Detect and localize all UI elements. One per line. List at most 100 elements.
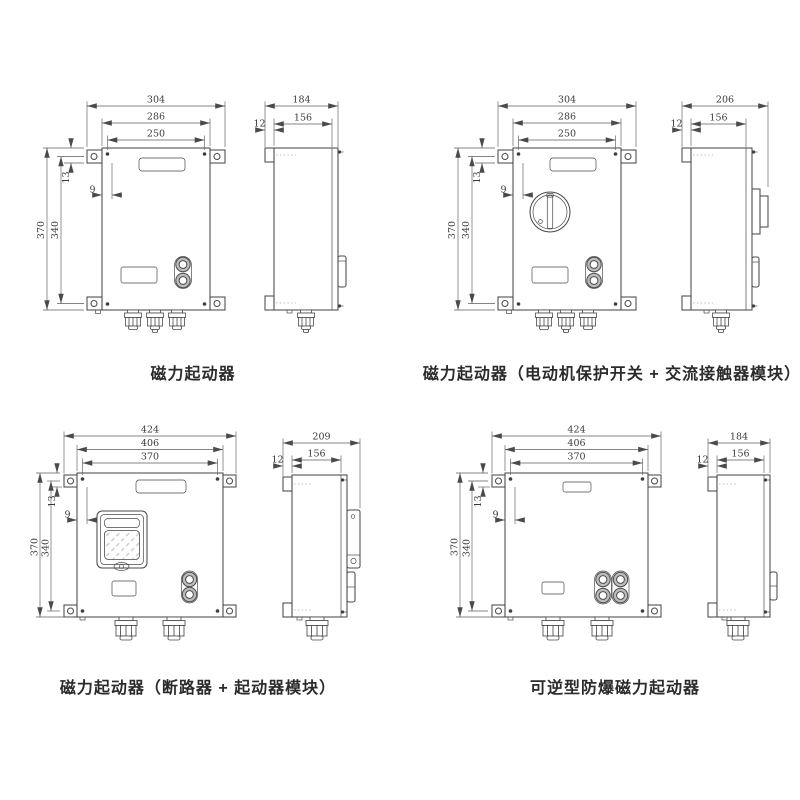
ground-terminal [506,309,512,314]
side-view [681,147,769,333]
nameplate [562,481,592,493]
ground-terminal-side [703,309,710,314]
enclosure-body [504,472,649,618]
dim-depth-body: 156 [294,113,312,124]
cable-glands [124,309,186,333]
enclosure-body-side [690,147,753,311]
cable-gland-side [297,309,315,330]
side-screws [340,478,347,614]
rotary-switch-housing-side [751,188,769,235]
enclosure-body [101,147,211,311]
label-plate [541,581,565,595]
mounting-ears-side [707,476,718,618]
dim-hole-inset: 9 [500,185,506,196]
side-screws [337,150,344,308]
dim-depth-body: 156 [307,449,325,460]
reversible-starter-drawing: 424 406 370 370 340 13 9 184 156 12 [450,425,778,641]
dim-height-total: 370 [450,538,461,556]
drawing-magnetic-starter: 304 286 250 370 340 13 9 184 156 12 磁 [0,0,400,400]
enclosure-body [76,472,224,618]
dim-depth-total: 184 [292,95,310,106]
caption: 磁力起动器 [150,366,236,383]
ground-terminal-side [721,616,728,621]
dim-depth-total: 209 [312,432,330,443]
dim-ear-depth: 12 [670,119,682,130]
nameplate [138,157,186,172]
dim-height-holes: 340 [41,539,52,557]
magnetic-starter-drawing: 304 286 250 370 340 13 9 184 156 12 [36,95,347,333]
cable-glands [541,616,614,641]
dim-height-total: 370 [30,538,41,556]
side-dimensions: 206 156 12 [670,95,769,187]
drawing-starter-with-switch: 304 286 250 370 340 13 9 [400,0,800,400]
button-housing-side [346,571,356,603]
label-plate [111,580,137,597]
nameplate [135,479,187,494]
dim-hole-inset: 9 [89,185,95,196]
side-dimensions: 209 156 12 [271,432,361,508]
side-view [282,474,361,641]
dim-width-total: 424 [567,425,585,436]
dim-depth-total: 184 [730,432,748,443]
pushbuttons [181,570,198,604]
ground-terminal-side [286,309,293,314]
dim-ear-depth: 12 [253,119,265,130]
enclosure-body-side [291,474,348,618]
dim-ear-depth: 12 [271,455,283,466]
dim-width-body: 286 [558,112,576,123]
rotary-switch [529,191,571,233]
window-cover-side [346,509,361,569]
cover-screws [516,152,618,306]
pushbuttons [585,256,603,289]
front-dimensions: 304 286 250 370 340 13 9 [36,95,226,311]
dim-height-holes: 340 [462,539,473,557]
dim-depth-body: 156 [709,113,727,124]
dim-hole-inset: 9 [64,510,70,521]
front-dimensions: 424 406 370 370 340 13 9 [450,425,662,618]
starter-with-switch-drawing: 304 286 250 370 340 13 9 [447,95,769,333]
button-housing-side [337,255,347,288]
mounting-ears-side [282,476,293,618]
dim-depth-total: 206 [716,95,734,106]
dim-ear-offset: 13 [472,171,483,183]
ground-terminal [95,309,101,314]
dim-width-holes: 370 [141,452,159,463]
dim-width-total: 424 [141,425,159,436]
mounting-ears [86,149,226,311]
dim-width-body: 406 [567,438,585,449]
dim-ear-offset: 13 [47,495,58,507]
enclosure-body [512,147,622,311]
starter-with-breaker-drawing: 424 406 370 370 340 13 9 [30,425,361,641]
dim-height-holes: 340 [50,221,61,239]
cover-screws [105,152,207,306]
side-view [707,474,778,641]
dim-width-total: 304 [558,95,576,106]
cable-gland-side [305,616,329,641]
mounting-ears [491,474,662,618]
mounting-ears [497,149,637,311]
side-dimensions: 184 156 12 [696,432,771,476]
dim-height-total: 370 [36,221,47,239]
viewing-window [96,510,148,571]
front-view [491,472,662,641]
nameplate [549,157,597,172]
side-screws [763,478,770,614]
mounting-ears-side [681,147,692,311]
mounting-ears [63,474,237,618]
pushbuttons [174,256,192,289]
button-housing-side [751,256,760,288]
front-view [63,472,237,641]
cover-screws [508,477,645,613]
dim-ear-offset: 13 [61,171,72,183]
dim-hole-inset: 9 [492,510,498,521]
mounting-ears-side [264,147,275,311]
enclosure-body-side [273,147,339,311]
ground-terminal [507,616,514,621]
caption: 磁力起动器（电动机保护开关 + 交流接触器模块） [422,366,800,383]
side-view [264,147,347,333]
enclosure-body-side [716,474,771,618]
cable-glands [535,309,597,333]
front-view [86,147,226,333]
button-housing-side [769,571,778,601]
